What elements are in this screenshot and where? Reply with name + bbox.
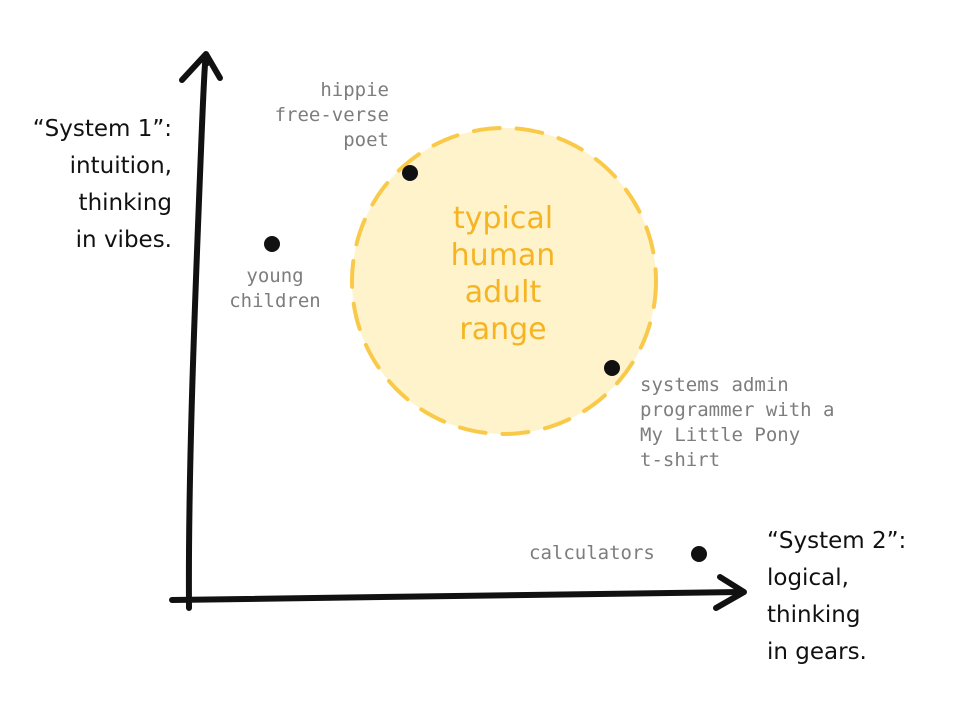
point-label-calculators: calculators (529, 541, 655, 566)
y-axis-line (185, 53, 210, 611)
x-axis-label-line: logical, (767, 565, 849, 591)
y-axis-label-line: in vibes. (75, 227, 172, 253)
point-hippie-poet (402, 165, 418, 181)
range-label-line: range (459, 312, 547, 347)
y-axis-label-line: thinking (78, 190, 172, 216)
x-axis-label: “System 2”: logical, thinking in gears. (767, 523, 906, 671)
point-label-line: free-verse (274, 104, 389, 126)
typical-range-region (350, 126, 658, 436)
point-label-young-children: young children (218, 264, 332, 314)
x-axis-label-line: thinking (767, 602, 861, 628)
typical-range-label: typical human adult range (423, 200, 583, 348)
point-sysadmin (604, 360, 620, 376)
y-axis-label-line: “System 1”: (32, 116, 172, 142)
point-label-line: children (229, 290, 321, 312)
point-label-line: poet (343, 129, 389, 151)
x-axis-label-line: “System 2”: (767, 528, 907, 554)
point-label-line: programmer with a (640, 399, 835, 421)
x-axis-label-line: in gears. (767, 639, 867, 665)
point-label-line: t-shirt (640, 449, 721, 471)
y-axis-label: “System 1”: intuition, thinking in vibes… (33, 111, 172, 259)
x-axis-line (169, 589, 743, 603)
point-label-line: hippie (320, 79, 389, 101)
point-label-line: systems admin (640, 374, 789, 396)
x-axis-arrowhead (713, 574, 747, 611)
y-axis-arrowhead (179, 51, 223, 83)
point-label-line: My Little Pony (640, 424, 801, 446)
range-label-line: adult (464, 275, 542, 310)
point-label-line: calculators (529, 542, 655, 564)
range-label-line: typical (452, 201, 554, 236)
range-label-line: human (450, 238, 556, 273)
point-label-line: young (246, 265, 304, 287)
point-label-hippie-poet: hippie free-verse poet (275, 78, 389, 153)
point-calculators (691, 546, 707, 562)
point-label-sysadmin: systems admin programmer with a My Littl… (640, 373, 834, 473)
y-axis-label-line: intuition, (69, 153, 172, 179)
point-young-children (264, 236, 280, 252)
